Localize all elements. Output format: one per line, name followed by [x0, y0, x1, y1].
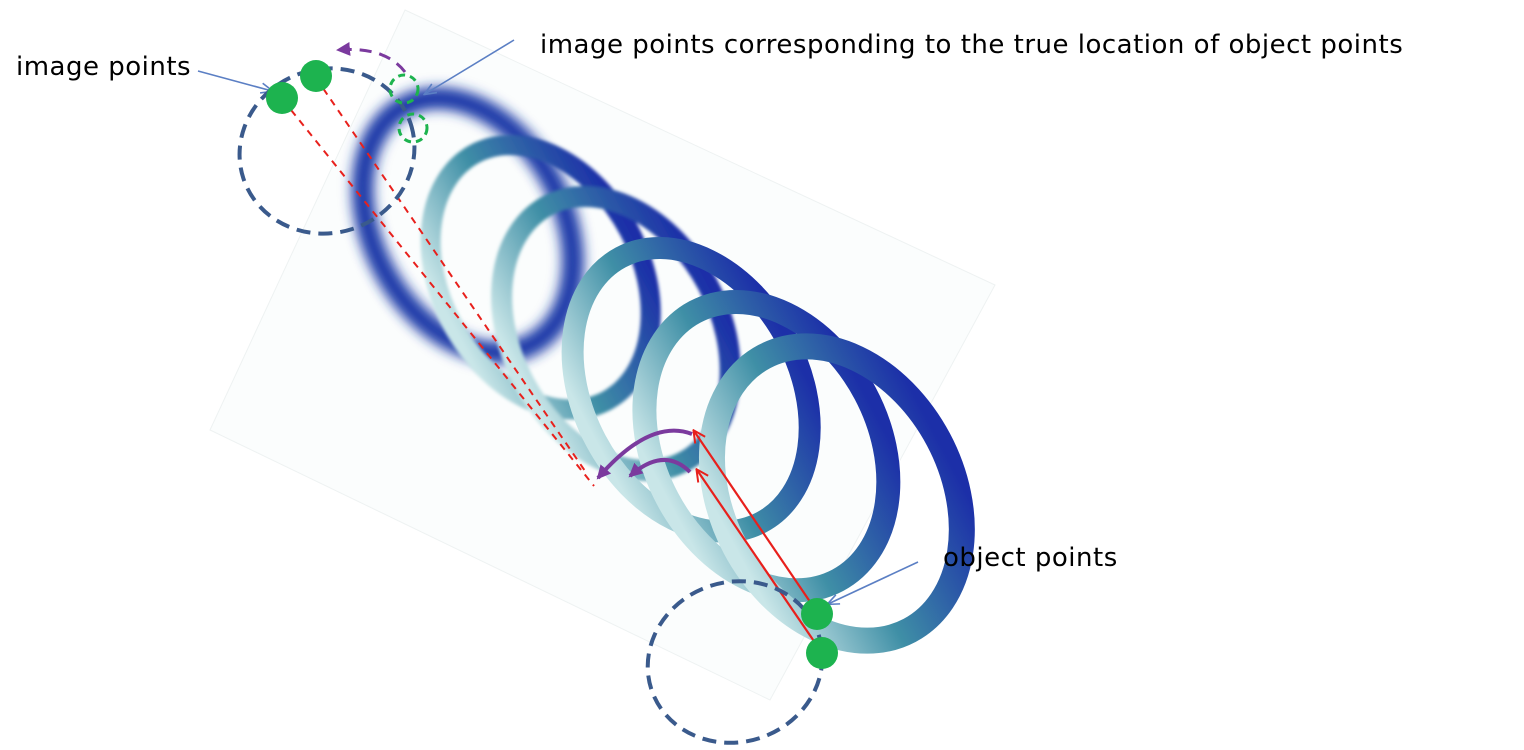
image-point-1: [266, 82, 298, 114]
projection-ray-2: [315, 77, 586, 472]
spring-image: [351, 87, 975, 654]
image-points-label: image points: [16, 52, 192, 82]
image-point-2: [300, 60, 332, 92]
leader-true-location: [425, 39, 515, 94]
leader-image-points: [197, 70, 272, 91]
photo-background: [209, 9, 996, 701]
rotation-arrow-image: [336, 42, 407, 73]
rotation-arrow-object-2: [628, 457, 692, 478]
object-ray-1: [694, 431, 818, 613]
true-location-label: image points corresponding to the true l…: [540, 30, 1404, 60]
rotation-arrow-object-1: [596, 428, 693, 480]
object-point-1: [801, 598, 833, 630]
object-points-label: object points: [943, 543, 1118, 573]
leader-object-points: [828, 561, 919, 604]
true-location-point-2: [397, 112, 429, 144]
projection-ray-1: [282, 99, 595, 487]
object-ellipse: [645, 579, 825, 745]
object-ray-2: [697, 470, 821, 651]
object-point-2: [806, 637, 838, 669]
true-location-point-1: [388, 73, 420, 105]
